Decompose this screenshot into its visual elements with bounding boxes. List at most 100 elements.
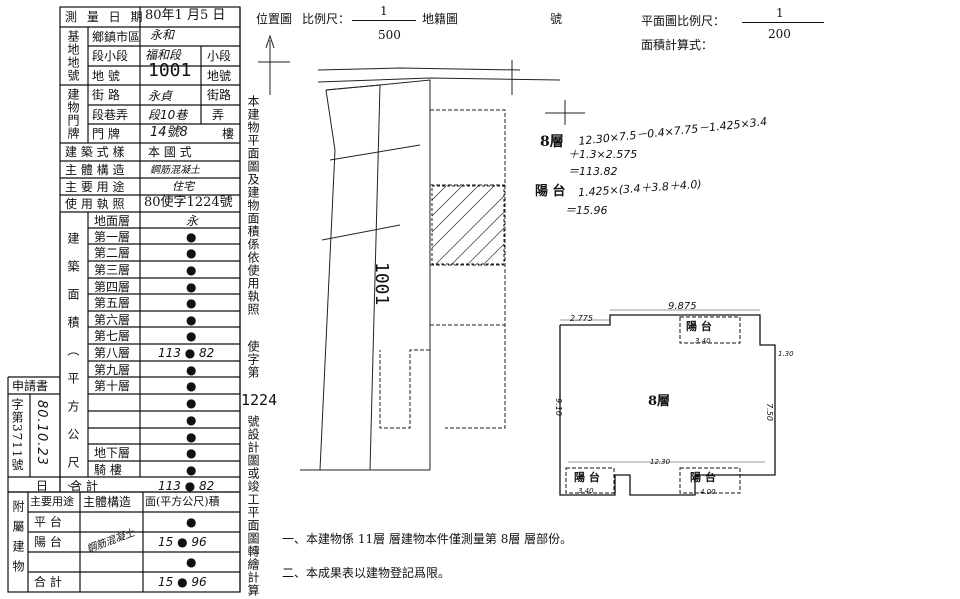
plan-dim-balcony-top: 3.40 — [695, 337, 711, 345]
floor-name: 第二層 — [94, 246, 131, 260]
scale-label: 比例尺： — [302, 12, 351, 26]
lane-value: 段10巷 — [148, 108, 188, 122]
annex-area: 15 ● 96 — [158, 535, 207, 549]
style-label: 建 築 式 樣 — [65, 145, 125, 159]
floor-area-group-label: 建築面積（平方公尺） — [66, 232, 80, 512]
cadastral-map-label: 地籍圖 — [422, 12, 459, 26]
floor-area-value: 113 ● 82 — [158, 479, 215, 493]
floor-name: 第四層 — [94, 280, 131, 294]
plan-balcony-bottom-left: 陽 台 — [574, 471, 600, 484]
annex-header-use: 主要用途 — [30, 495, 74, 508]
plan-balcony-top: 陽 台 — [686, 320, 712, 333]
vertical-note-part2: 使字第 — [246, 340, 260, 379]
area-formula-label: 面積計算式： — [641, 38, 714, 52]
permit-value: 80使字1224號 — [144, 195, 233, 210]
plan-scale-fraction-line — [742, 22, 824, 23]
annex-area: ● — [186, 555, 197, 569]
lot-label: 地 號 — [92, 69, 120, 83]
calc-balcony-label: 陽 台 — [535, 184, 566, 199]
style-value: 本 國 式 — [148, 145, 192, 159]
floor-area-value: ● — [186, 263, 197, 277]
floor-area-value: ● — [186, 379, 197, 393]
application-date: 80.10.23 — [34, 400, 49, 466]
floor-name: 第三層 — [94, 263, 131, 277]
floor-area-value: ● — [186, 396, 197, 410]
plan-floor-label: 8層 — [648, 394, 671, 409]
survey-date-label: 測 量 日 期 — [65, 10, 146, 24]
floor-name: 第七層 — [94, 329, 131, 343]
structure-value: 鋼筋混凝土 — [150, 165, 200, 176]
application-label: 申請書 — [12, 379, 49, 393]
floor-area-value: ● — [186, 363, 197, 377]
vertical-note-part1: 本建物平面圖及建物面積係依使用執照 — [246, 95, 260, 316]
floor-area-value: ● — [186, 296, 197, 310]
base-lot-label: 基地地號 — [66, 30, 80, 82]
plan-scale-label: 平面圖比例尺： — [641, 14, 726, 28]
floor-name: 第五層 — [94, 296, 131, 310]
lot-suffix: 地號 — [207, 69, 232, 83]
floor-name: 地下層 — [94, 446, 131, 460]
doorno-suffix: 樓 — [222, 127, 235, 141]
floor-name: 第八層 — [94, 346, 131, 360]
doorno-value: 14號8 — [150, 125, 188, 140]
floor-name: 合 計 — [70, 479, 98, 493]
floor-area-value: ● — [186, 413, 197, 427]
annex-area: 15 ● 96 — [158, 575, 207, 589]
section-value: 福和段 — [145, 48, 182, 62]
annex-use: 陽 台 — [34, 535, 62, 549]
scale-fraction-line — [352, 20, 416, 21]
calc-floor-label: 8層 — [540, 134, 564, 150]
floor-area-value: ● — [186, 329, 197, 343]
use-value: 住宅 — [172, 180, 194, 193]
lane-label: 段巷弄 — [92, 108, 129, 122]
floor-area-value: ● — [186, 280, 197, 294]
plan-balcony-bottom-right: 陽 台 — [690, 471, 716, 484]
plan-dim-right-small: 1.30 — [778, 350, 794, 358]
plan-dim-right: 7.50 — [764, 403, 774, 421]
floor-area-value: ● — [186, 313, 197, 327]
lot-value: 1001 — [148, 60, 192, 81]
town-label: 鄉鎮市區 — [92, 30, 141, 44]
application-day-label: 日 — [36, 479, 49, 493]
street-value: 永貞 — [148, 89, 173, 103]
application-no-label: 字第3711號 — [10, 398, 24, 472]
section-label: 段小段 — [92, 49, 129, 63]
vertical-note-part3: 號設計圖或竣工平面圖轉繪計算 — [246, 415, 260, 597]
annex-header-area: 面(平方公尺)積 — [145, 495, 220, 508]
plan-dim-left: 9.10 — [553, 398, 563, 416]
calc-line-3: ＝113.82 — [568, 165, 618, 178]
lane-suffix: 弄 — [212, 108, 225, 122]
floor-area-value: ● — [186, 246, 197, 260]
annex-use: 合 計 — [34, 575, 62, 589]
calc-line-5: ＝15.96 — [565, 204, 608, 217]
floor-name: 第六層 — [94, 313, 131, 327]
plan-scale-numerator: 1 — [776, 6, 784, 20]
location-map-label: 位置圖 — [256, 12, 293, 26]
scale-numerator: 1 — [380, 4, 388, 18]
plan-dim-balcony-bottom-right: 4.00 — [700, 488, 716, 496]
plan-dim-left-top: 2.775 — [570, 314, 593, 323]
floor-area-value: ● — [186, 446, 197, 460]
floor-area-value: 永 — [186, 214, 199, 228]
annex-use: 平 台 — [34, 515, 62, 529]
annex-label: 附屬建物 — [11, 500, 25, 580]
town-value: 永和 — [150, 28, 175, 42]
floor-name: 騎 樓 — [94, 463, 122, 477]
floor-name: 地面層 — [94, 214, 131, 228]
plan-dim-bottom: 12.30 — [650, 458, 671, 466]
floor-name: 第九層 — [94, 363, 131, 377]
vertical-note-number: 1224 — [241, 391, 278, 409]
floor-area-value: ● — [186, 430, 197, 444]
doorno-label: 門 牌 — [92, 127, 120, 141]
plan-scale-denominator: 200 — [768, 27, 791, 41]
map-number-label: 號 — [550, 12, 563, 26]
subsection-label: 小段 — [207, 49, 232, 63]
note-2: 二、本成果表以建物登記爲限。 — [282, 566, 451, 580]
street-label: 街 路 — [92, 88, 120, 102]
plan-dim-balcony-bottom-left: 3.40 — [578, 487, 594, 495]
plan-dim-top: 9.875 — [668, 301, 697, 312]
calc-line-2: ＋1.3×2.575 — [568, 148, 638, 161]
floor-name: 第十層 — [94, 379, 131, 393]
